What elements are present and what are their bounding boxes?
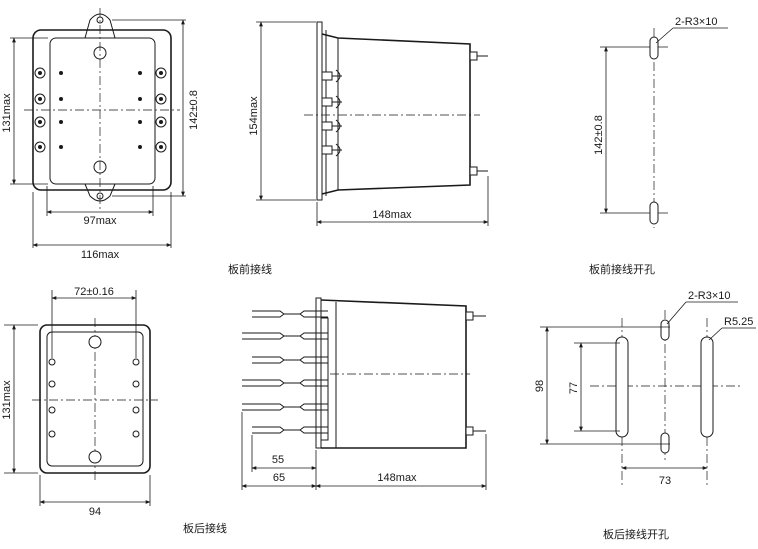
front-terminals-left xyxy=(34,67,63,153)
rear-height-dim: 131max xyxy=(1,380,13,420)
front-height-dim: 131max xyxy=(1,93,13,133)
caption-front-wiring-cutout: 板前接线开孔 xyxy=(589,262,655,276)
rear-view: 72±0.16 131max 94 板后接线 xyxy=(1,286,227,535)
side-rear-depth-dim: 148max xyxy=(377,472,417,484)
front-terminals-right xyxy=(138,67,167,153)
front-overall-width-dim: 116max xyxy=(81,249,120,261)
cutout-front-slot-dim: 2-R3×10 xyxy=(675,16,718,28)
front-hole-pitch-dim: 142±0.8 xyxy=(188,90,200,130)
caption-rear-wiring: 板后接线 xyxy=(183,521,227,535)
side-front-height-dim: 154max xyxy=(248,96,260,136)
rear-width-dim: 94 xyxy=(89,506,101,518)
side-rear-65-dim: 65 xyxy=(273,472,285,484)
cutout-rear-wiring: 98 77 73 2-R3×10 R5.25 板后接线开孔 xyxy=(534,290,756,541)
caption-rear-wiring-cutout: 板后接线开孔 xyxy=(603,527,669,541)
front-view: 131max 142±0.8 97max 116max xyxy=(1,8,200,261)
rear-hole-spacing-dim: 72±0.16 xyxy=(74,286,114,298)
cutout-front-pitch-dim: 142±0.8 xyxy=(593,115,605,155)
cutout-rear-width-dim: 73 xyxy=(659,475,671,487)
side-rear-55-dim: 55 xyxy=(272,454,284,466)
cutout-rear-98-dim: 98 xyxy=(534,380,546,392)
side-view-front-wiring: 154max 148max 板前接线 xyxy=(228,21,489,276)
front-inner-width-dim: 97max xyxy=(83,215,117,227)
caption-front-wiring: 板前接线 xyxy=(228,262,272,276)
cutout-front-wiring: 142±0.8 2-R3×10 板前接线开孔 xyxy=(589,16,728,276)
side-front-terminals xyxy=(321,69,342,157)
side-view-rear-wiring: 55 65 148max xyxy=(241,297,487,490)
rear-terminal-rods xyxy=(242,310,329,441)
cutout-rear-77-dim: 77 xyxy=(568,382,580,394)
cutout-rear-radius-dim: R5.25 xyxy=(724,316,753,328)
cutout-rear-slot-dim: 2-R3×10 xyxy=(688,290,731,302)
rear-terminals xyxy=(48,358,140,438)
side-front-depth-dim: 148max xyxy=(372,209,412,221)
